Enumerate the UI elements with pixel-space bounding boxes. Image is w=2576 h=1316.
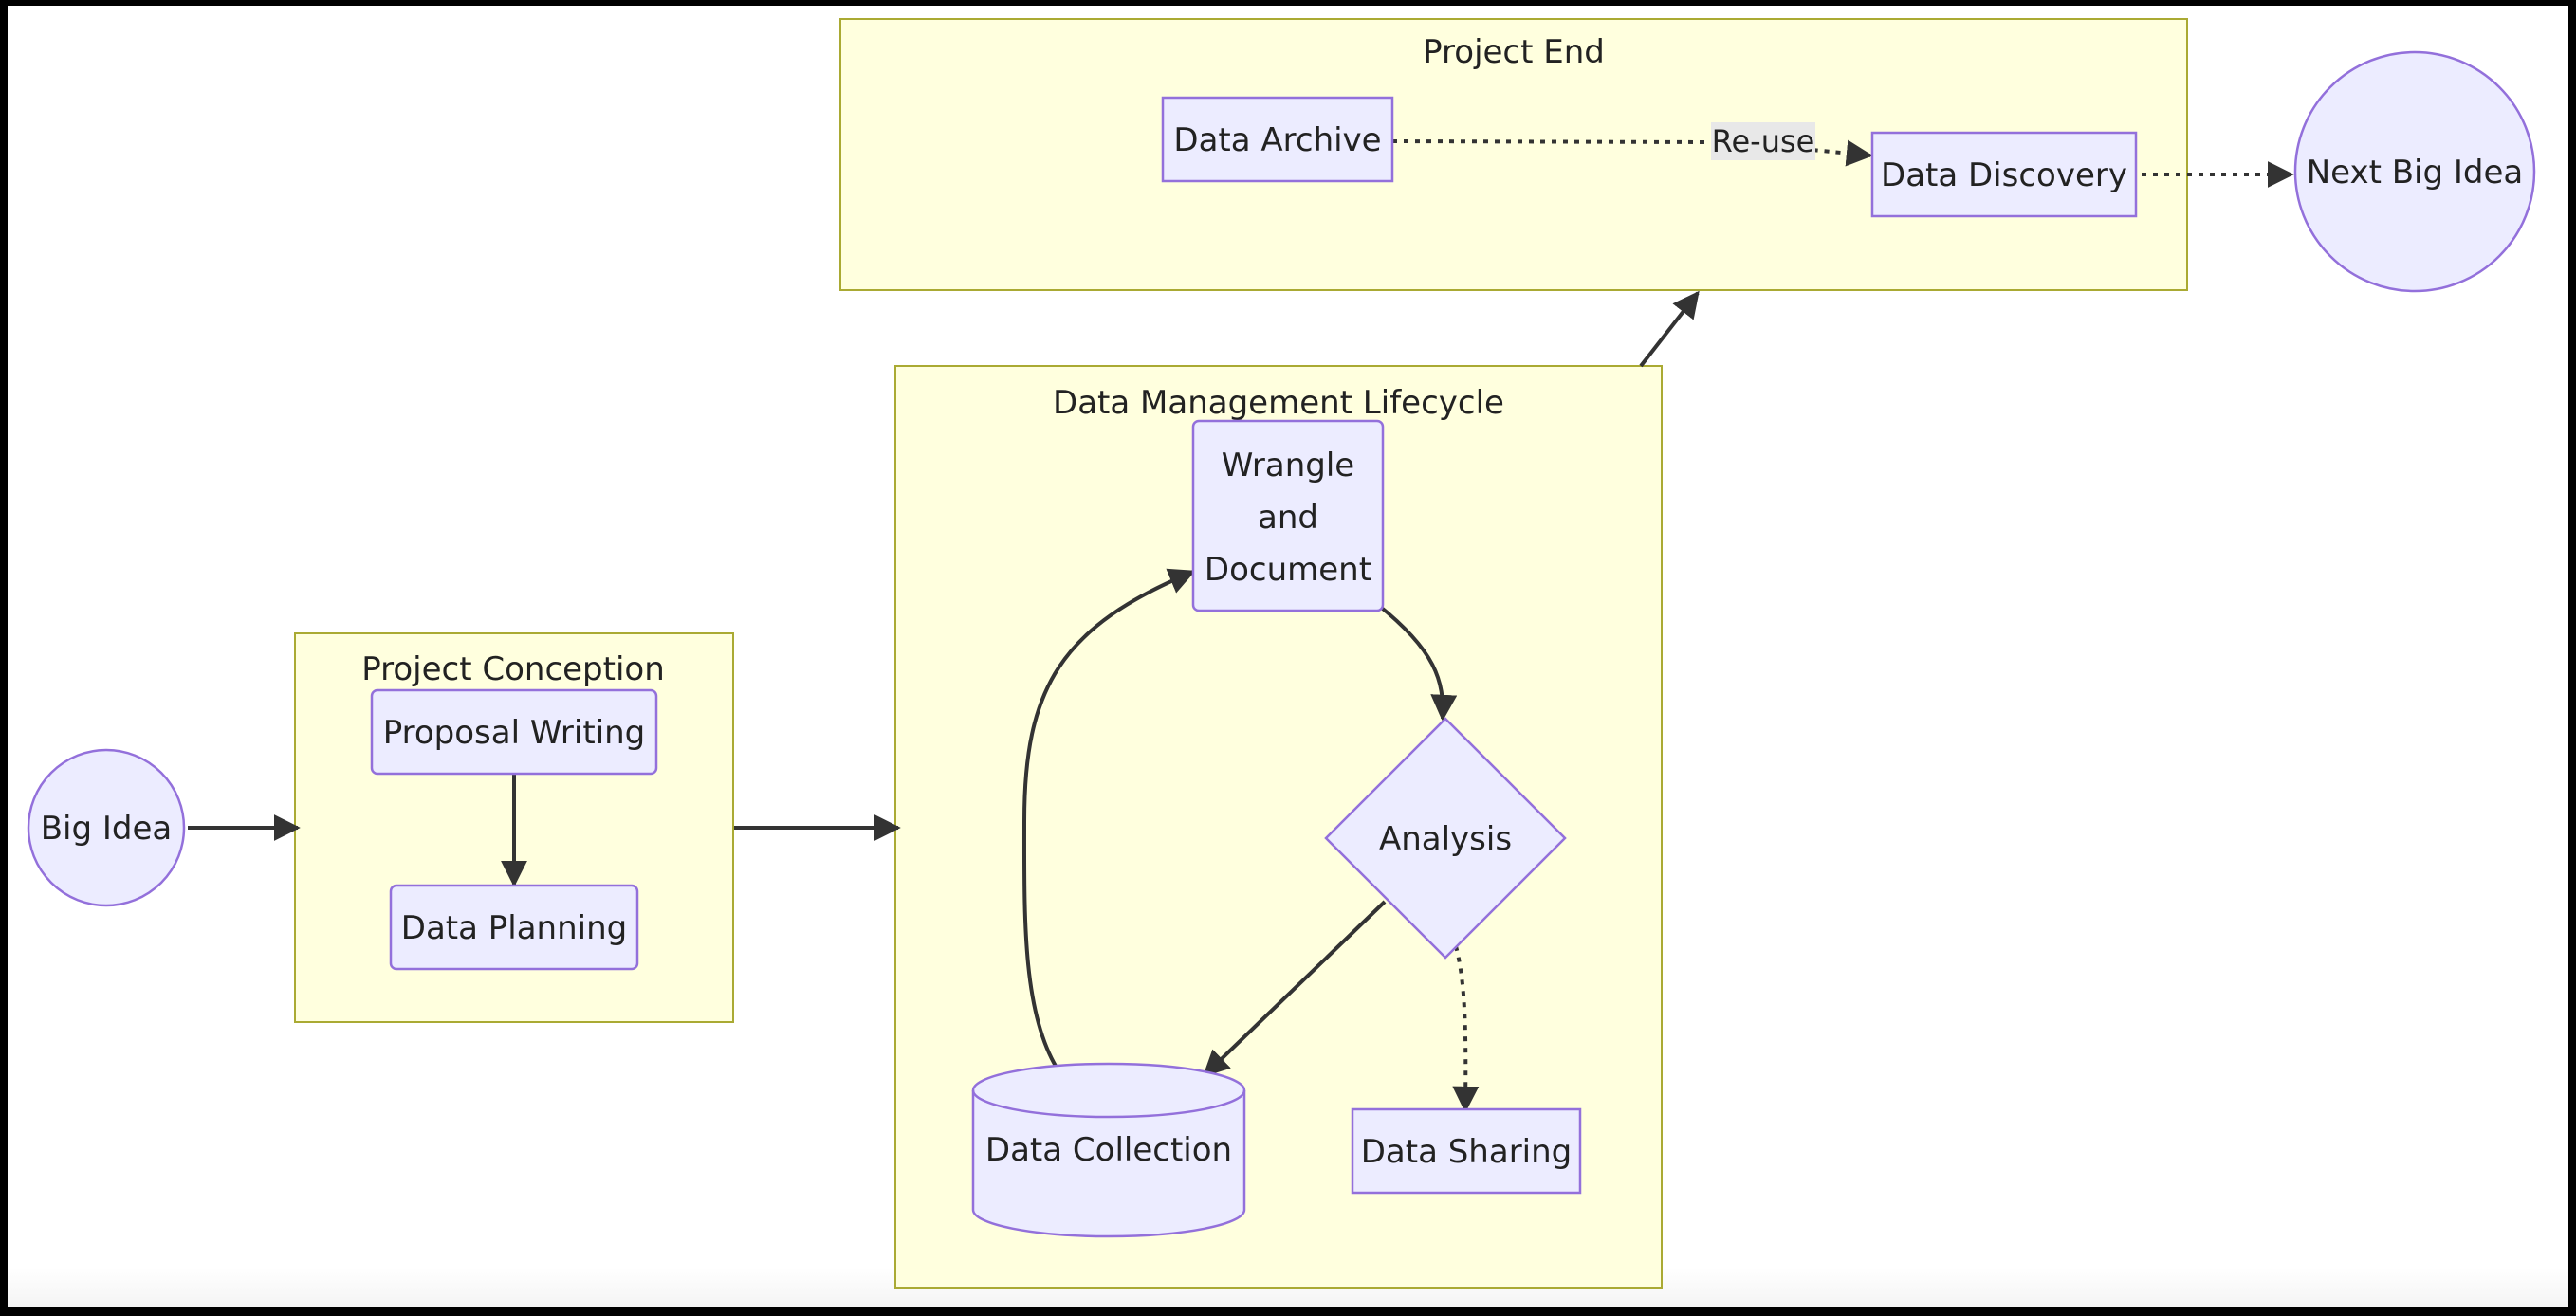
edge-analysis-to-collection <box>1202 900 1387 1077</box>
node-data-discovery[interactable]: Data Discovery <box>1870 131 2138 218</box>
edge-wrangle-to-analysis <box>1376 603 1458 722</box>
svg-text:Data Sharing: Data Sharing <box>1361 1133 1573 1171</box>
svg-text:Big Idea: Big Idea <box>41 810 173 848</box>
node-data-archive[interactable]: Data Archive <box>1161 96 1394 183</box>
node-analysis[interactable]: Analysis <box>1324 717 1567 960</box>
edge-label-reuse: Re-use <box>1711 122 1815 160</box>
node-wrangle-and-document[interactable]: Wrangle and Document <box>1191 419 1385 612</box>
svg-text:Data Archive: Data Archive <box>1173 121 1381 159</box>
node-data-sharing[interactable]: Data Sharing <box>1351 1107 1582 1195</box>
flowchart-diagram: Project End Data Management Lifecycle Pr… <box>27 18 2536 1289</box>
cluster-label-lifecycle: Data Management Lifecycle <box>1053 384 1504 422</box>
diagram-canvas: Project End Data Management Lifecycle Pr… <box>8 6 2568 1307</box>
node-data-collection[interactable]: Data Collection <box>971 1062 1246 1238</box>
node-data-planning[interactable]: Data Planning <box>389 884 639 971</box>
svg-text:Data Collection: Data Collection <box>985 1131 1232 1169</box>
svg-text:Data Discovery: Data Discovery <box>1881 156 2127 194</box>
edge-analysis-to-sharing <box>1452 945 1480 1113</box>
svg-text:and: and <box>1258 499 1318 537</box>
edge-lifecycle-to-projectend <box>1639 290 1700 368</box>
cluster-label-conception: Project Conception <box>361 650 665 688</box>
svg-text:Re-use: Re-use <box>1712 123 1815 159</box>
svg-text:Wrangle: Wrangle <box>1222 447 1354 484</box>
svg-text:Proposal Writing: Proposal Writing <box>383 714 646 752</box>
svg-text:Analysis: Analysis <box>1379 820 1512 858</box>
cluster-label-project-end: Project End <box>1423 33 1605 71</box>
svg-text:Next Big Idea: Next Big Idea <box>2307 154 2524 192</box>
edge-collection-to-wrangle <box>1021 568 1196 1069</box>
node-next-big-idea[interactable]: Next Big Idea <box>2293 50 2536 293</box>
svg-text:Document: Document <box>1205 551 1371 589</box>
node-proposal-writing[interactable]: Proposal Writing <box>370 688 658 776</box>
node-big-idea[interactable]: Big Idea <box>27 748 186 907</box>
svg-text:Data Planning: Data Planning <box>401 909 627 947</box>
